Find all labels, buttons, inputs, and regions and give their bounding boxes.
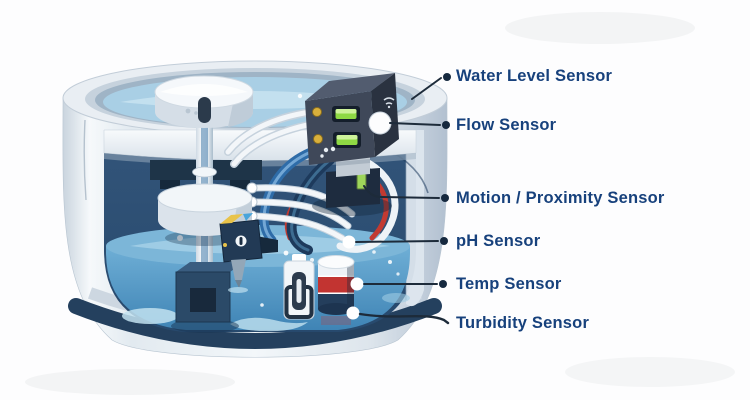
- leader-ph: [342, 235, 448, 249]
- control-box-front: [305, 91, 375, 165]
- flow-sensor-port: [368, 111, 392, 135]
- leader-flow: [389, 121, 450, 129]
- label-turbidity-sensor: Turbidity Sensor: [456, 314, 590, 332]
- label-temp-sensor: Temp Sensor: [456, 275, 562, 293]
- leader-water-level: [411, 73, 451, 100]
- leader-turbidity: [346, 306, 450, 325]
- cable-port: [313, 134, 323, 144]
- label-motion-proximity-sensor: Motion / Proximity Sensor: [456, 189, 665, 207]
- tank-base-rim: [68, 298, 442, 349]
- cable-bundle: [224, 108, 399, 255]
- background-texture: [25, 12, 735, 395]
- label-flow-sensor: Flow Sensor: [456, 116, 557, 134]
- float-assembly: [154, 75, 254, 333]
- leader-temp: [350, 277, 447, 291]
- signal-icon: [383, 97, 395, 109]
- mixer-base-cube: [171, 262, 244, 333]
- control-box: [305, 73, 399, 216]
- leader-motion: [363, 185, 449, 202]
- temp-sensor-device: [317, 255, 355, 325]
- led-indicators: [332, 106, 361, 148]
- ph-probe-nozzle: [231, 259, 246, 280]
- turbidity-probe: [283, 254, 315, 320]
- leader-lines: [342, 73, 451, 325]
- ph-probe: [219, 213, 278, 293]
- water-level-float-cap: [154, 75, 254, 128]
- label-water-level-sensor: Water Level Sensor: [456, 67, 613, 85]
- label-ph-sensor: pH Sensor: [456, 232, 541, 250]
- cable-port: [312, 107, 322, 117]
